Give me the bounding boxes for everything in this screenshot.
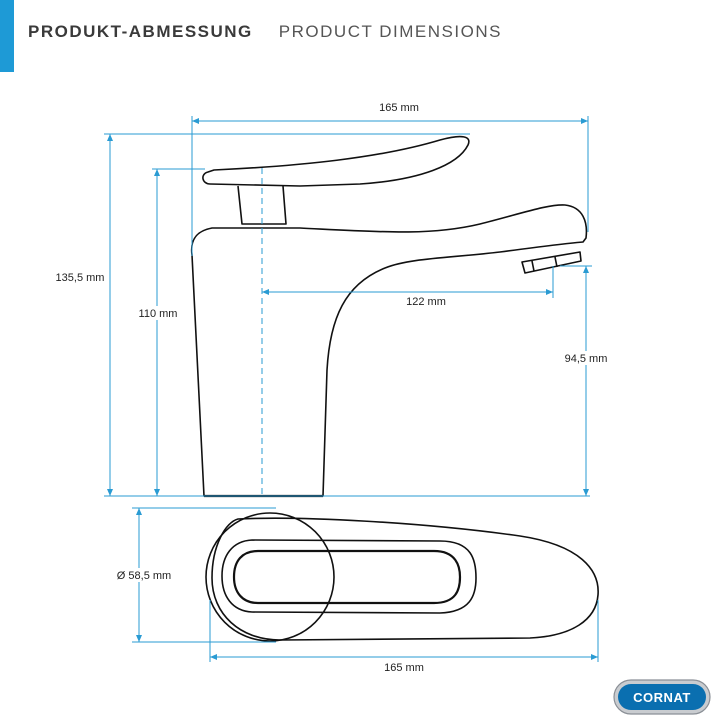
dimension-lines-top — [132, 507, 599, 662]
dim-body-height: 110 mm — [139, 308, 178, 320]
cornat-logo: CORNAT — [613, 679, 711, 715]
dim-spout-height: 94,5 mm — [565, 353, 608, 365]
dimension-arrows-side — [107, 118, 589, 496]
lever-inner-top — [232, 549, 462, 605]
body-outline-top — [211, 517, 599, 641]
title-english: PRODUCT DIMENSIONS — [278, 22, 502, 41]
dim-spout-reach: 122 mm — [406, 296, 446, 308]
base-circle — [205, 512, 335, 642]
dimension-lines-side — [104, 116, 592, 497]
title-german: PRODUKT-ABMESSUNG — [28, 22, 253, 41]
faucet-body — [190, 204, 588, 497]
handle-stem — [237, 185, 287, 225]
logo-text: CORNAT — [633, 690, 691, 705]
dim-base-diameter: Ø 58,5 mm — [117, 570, 171, 582]
faucet-top-view — [205, 512, 599, 642]
header-accent-bar — [0, 0, 14, 72]
page-header: PRODUKT-ABMESSUNG PRODUCT DIMENSIONS — [28, 22, 502, 46]
faucet-side-view — [190, 135, 588, 498]
dim-top-width: 165 mm — [379, 102, 419, 114]
handle-lever — [202, 135, 470, 187]
dim-bottom-width: 165 mm — [384, 662, 424, 674]
lever-outline-top — [221, 539, 477, 614]
dimension-arrows-top — [136, 508, 598, 660]
dim-total-height: 135,5 mm — [56, 272, 105, 284]
aerator — [521, 251, 582, 274]
